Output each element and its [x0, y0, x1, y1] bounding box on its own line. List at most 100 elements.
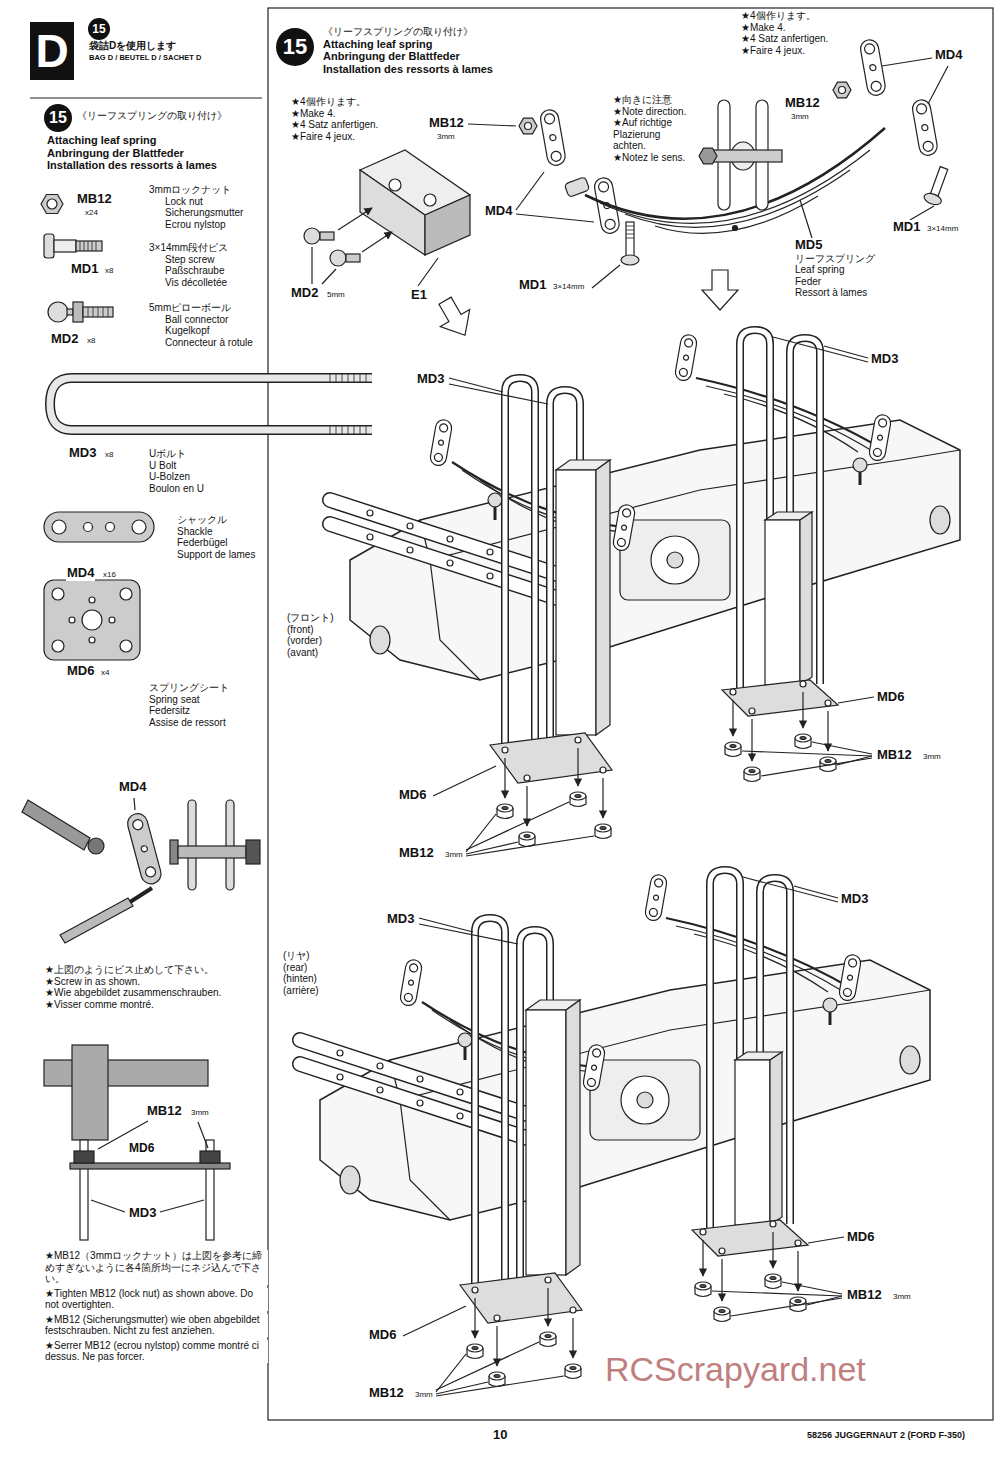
instruction-text: Attaching leaf spring — [322, 38, 433, 51]
instruction-text: (hinten) — [282, 973, 318, 985]
part-callout: MD4 — [484, 204, 513, 219]
part-callout: MB12 — [428, 116, 465, 131]
instruction-text: ★Screw in as shown. — [44, 976, 141, 988]
instruction-text: Support de lames — [176, 549, 256, 561]
instruction-text: ★4 Satz anfertigen. — [740, 33, 829, 45]
screw-tip-illustration — [22, 798, 260, 943]
instruction-text: Sicherungsmutter — [164, 207, 244, 219]
part-callout: MD3 — [416, 372, 445, 387]
instruction-text: Ecrou nylstop — [164, 219, 227, 231]
instruction-text: ★Serrer MB12 (ecrou nylstop) comme montr… — [44, 1340, 268, 1363]
instruction-text: Ressort à lames — [794, 287, 868, 299]
instruction-text: (rear) — [282, 962, 308, 974]
instruction-text: ★MB12 (Sicherungsmutter) wie oben abgebi… — [44, 1314, 268, 1337]
axle-assembly — [330, 330, 960, 856]
part-callout: 10 — [492, 1428, 508, 1443]
instruction-text: x16 — [102, 570, 117, 579]
instruction-text: 5mm — [326, 290, 346, 299]
part-callout: MD3 — [386, 912, 415, 927]
instruction-text: Federsitz — [148, 705, 191, 717]
part-callout: MD6 — [368, 1328, 397, 1343]
instruction-text: 3mm — [190, 1108, 210, 1117]
instruction-text: ★上図のようにビス止めして下さい。 — [44, 964, 215, 976]
instruction-text: x8 — [86, 336, 96, 345]
part-callout: MD6 — [128, 1142, 155, 1156]
instruction-text: ★Auf richtige Plazierung achten. — [612, 117, 696, 152]
part-callout: MD3 — [68, 446, 97, 461]
instruction-text: 5mmピローボール — [148, 302, 232, 314]
instruction-text: ★4個作ります。 — [290, 96, 367, 108]
part-callout: MD2 — [50, 332, 79, 347]
part-callout: MD4 — [934, 48, 963, 63]
instruction-text: Assise de ressort — [148, 717, 227, 729]
part-callout: MB12 — [784, 96, 821, 111]
instruction-text: Feder — [794, 276, 822, 288]
instruction-text: 《リーフスプリングの取り付け》 — [322, 26, 474, 38]
part-callout: MB12 — [398, 846, 435, 861]
instruction-text: 58256 JUGGERNAUT 2 (FORD F-350) — [806, 1430, 966, 1440]
instruction-text: 3mm — [444, 850, 464, 859]
page-frame — [30, 8, 993, 1420]
node-text: 15 — [92, 23, 105, 35]
instruction-text: ★4個作ります。 — [740, 10, 817, 22]
instruction-text: x8 — [104, 266, 114, 275]
tighten-tip-illustration — [44, 1045, 230, 1240]
instruction-text: Installation des ressorts à lames — [322, 63, 494, 76]
instruction-text: ★Notez le sens. — [612, 152, 696, 164]
part-callout: MD4 — [118, 780, 147, 795]
instruction-text: Uボルト — [148, 448, 187, 460]
instruction-text: 3mm — [414, 1390, 434, 1399]
instruction-text: Connecteur à rotule — [164, 337, 254, 349]
instruction-text: ★Make 4. — [290, 108, 337, 120]
instruction-text: Ball connector — [164, 314, 229, 326]
instruction-text: 3mm — [790, 112, 810, 121]
instruction-text: ★向きに注意 — [612, 94, 673, 106]
part-callout: MB12 — [876, 748, 913, 763]
part-callout: MD3 — [870, 352, 899, 367]
instruction-text: 3mmロックナット — [148, 184, 232, 196]
instruction-text: ★Tighten MB12 (lock nut) as shown above.… — [44, 1288, 268, 1311]
instruction-text: (リヤ) — [282, 950, 311, 962]
leaf-spring-illustration — [468, 38, 952, 310]
instruction-text: Leaf spring — [794, 264, 845, 276]
part-callout: MD6 — [66, 664, 95, 679]
instruction-text: x4 — [100, 668, 110, 677]
step-number-circle: 15 — [44, 104, 72, 132]
part-callout: MD4 — [66, 566, 95, 581]
node-text: 15 — [283, 36, 307, 58]
bag-letter-box: D — [30, 22, 74, 80]
part-callout: MD6 — [846, 1230, 875, 1245]
instruction-text: (arrière) — [282, 985, 320, 997]
part-callout: MB12 — [846, 1288, 883, 1303]
step-number-circle: 15 — [88, 18, 110, 40]
part-callout: MB12 — [146, 1104, 183, 1119]
instruction-text: U Bolt — [148, 460, 177, 472]
instruction-text: Anbringung der Blattfeder — [46, 147, 185, 160]
watermark: RCScrapyard.net — [604, 1350, 867, 1389]
part-callout: E1 — [410, 288, 428, 303]
instruction-text: Spring seat — [148, 694, 201, 706]
instruction-text: Step screw — [164, 254, 215, 266]
instruction-text: 3mm — [892, 1292, 912, 1301]
instruction-text: 袋詰Dを使用します — [88, 40, 177, 52]
instruction-text: Attaching leaf spring — [46, 134, 157, 147]
part-callout: MD3 — [128, 1206, 157, 1221]
instruction-text: ★Faire 4 jeux. — [740, 45, 806, 57]
part-callout: MD6 — [876, 690, 905, 705]
instruction-text: x8 — [104, 450, 114, 459]
instruction-text: ★MB12（3mmロックナット）は上図を参考に締めすぎないように各4箇所均一にネ… — [44, 1250, 268, 1285]
instruction-text: U-Bolzen — [148, 471, 191, 483]
node-text: D — [35, 28, 68, 74]
instruction-text: Vis décolletée — [164, 277, 228, 289]
instruction-text: 《リーフスプリングの取り付け》 — [76, 110, 228, 122]
instruction-text: Installation des ressorts à lames — [46, 159, 218, 172]
instruction-text: x24 — [84, 208, 99, 217]
part-callout: MD5 — [794, 238, 823, 253]
instruction-text: Boulon en U — [148, 483, 205, 495]
instruction-text: ★Faire 4 jeux. — [290, 131, 356, 143]
part-callout: MB12 — [368, 1386, 405, 1401]
instruction-text: (front) — [286, 624, 315, 636]
part-callout: MB12 — [76, 192, 113, 207]
instruction-text: Paßschraube — [164, 265, 225, 277]
instruction-text: BAG D / BEUTEL D / SACHET D — [88, 54, 202, 63]
